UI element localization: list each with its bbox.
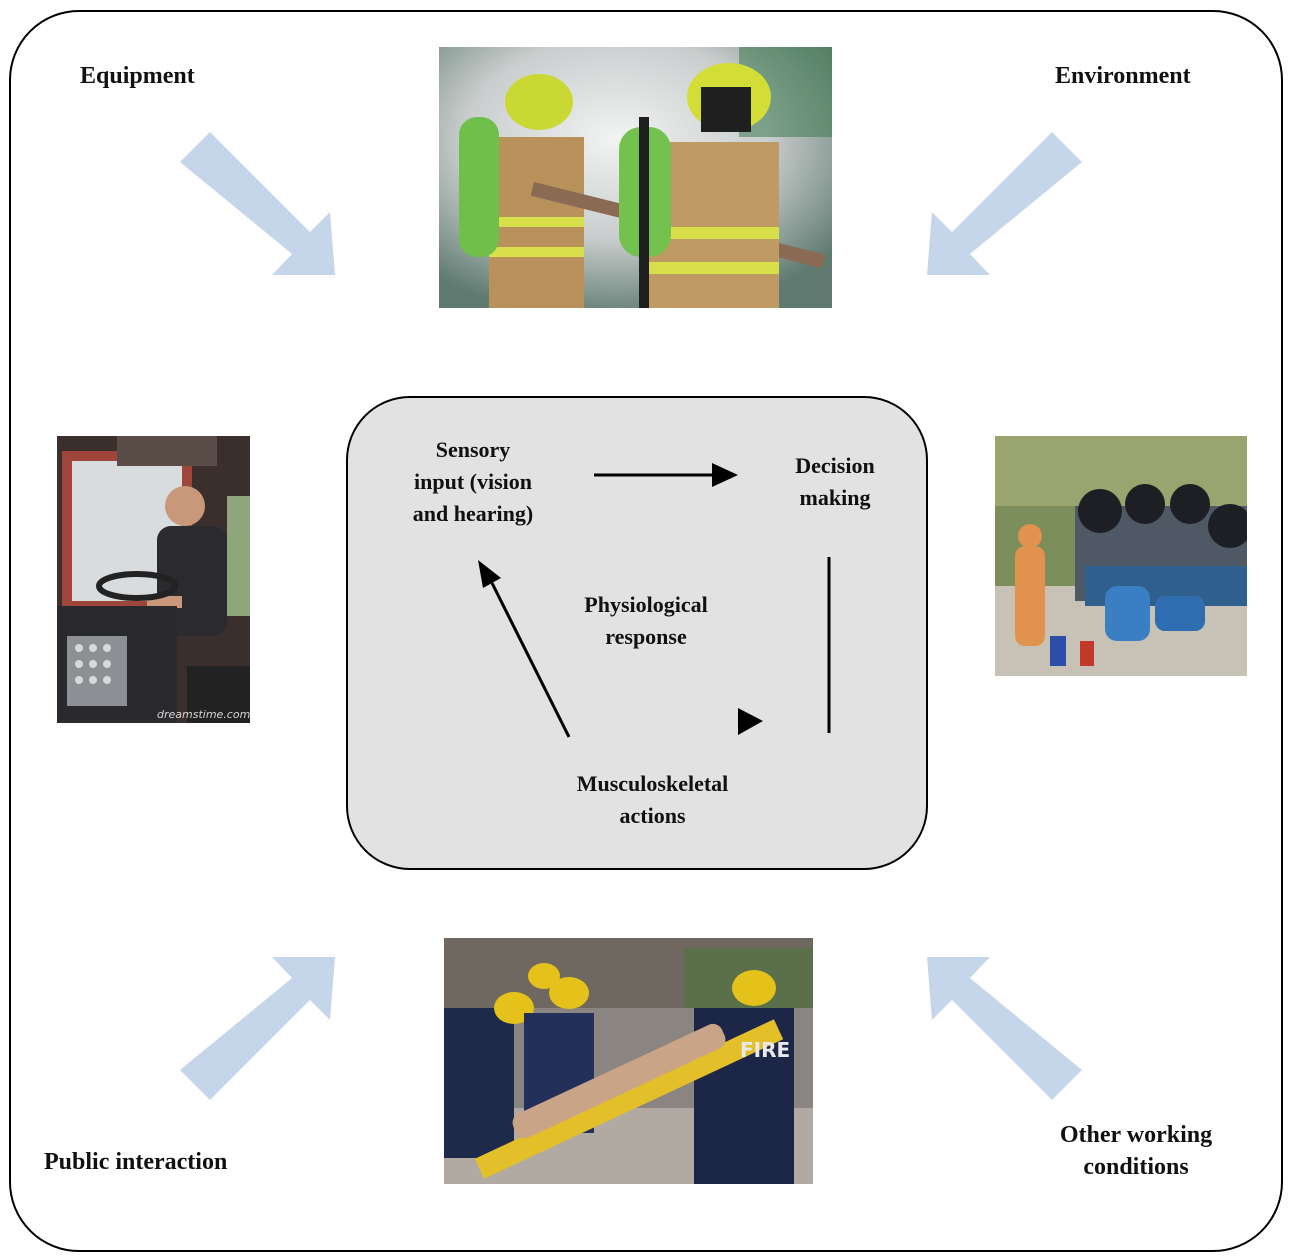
fire-jacket-text: FIRE: [740, 1038, 791, 1062]
truck-driver-photo: dreamstime.com: [57, 436, 250, 723]
label-environment: Environment: [1055, 63, 1191, 89]
firefighters-photo: [439, 47, 832, 308]
cycle-physiological-response: Physiological response: [584, 592, 708, 649]
cycle-decision-making: Decision making: [795, 453, 875, 510]
cycle-musculoskeletal-actions: Musculoskeletal actions: [576, 771, 729, 828]
watermark-text: dreamstime.com: [157, 708, 250, 721]
label-public-interaction: Public interaction: [44, 1149, 228, 1175]
diagram-frame: [9, 10, 1283, 1252]
label-equipment: Equipment: [80, 63, 195, 89]
label-other-working-conditions: Other working conditions: [1059, 1122, 1213, 1180]
overturned-truck-photo: [995, 436, 1247, 676]
stretcher-rescue-photo: FIRE: [444, 938, 813, 1184]
cycle-sensory-input: Sensory input (vision and hearing): [412, 437, 534, 526]
